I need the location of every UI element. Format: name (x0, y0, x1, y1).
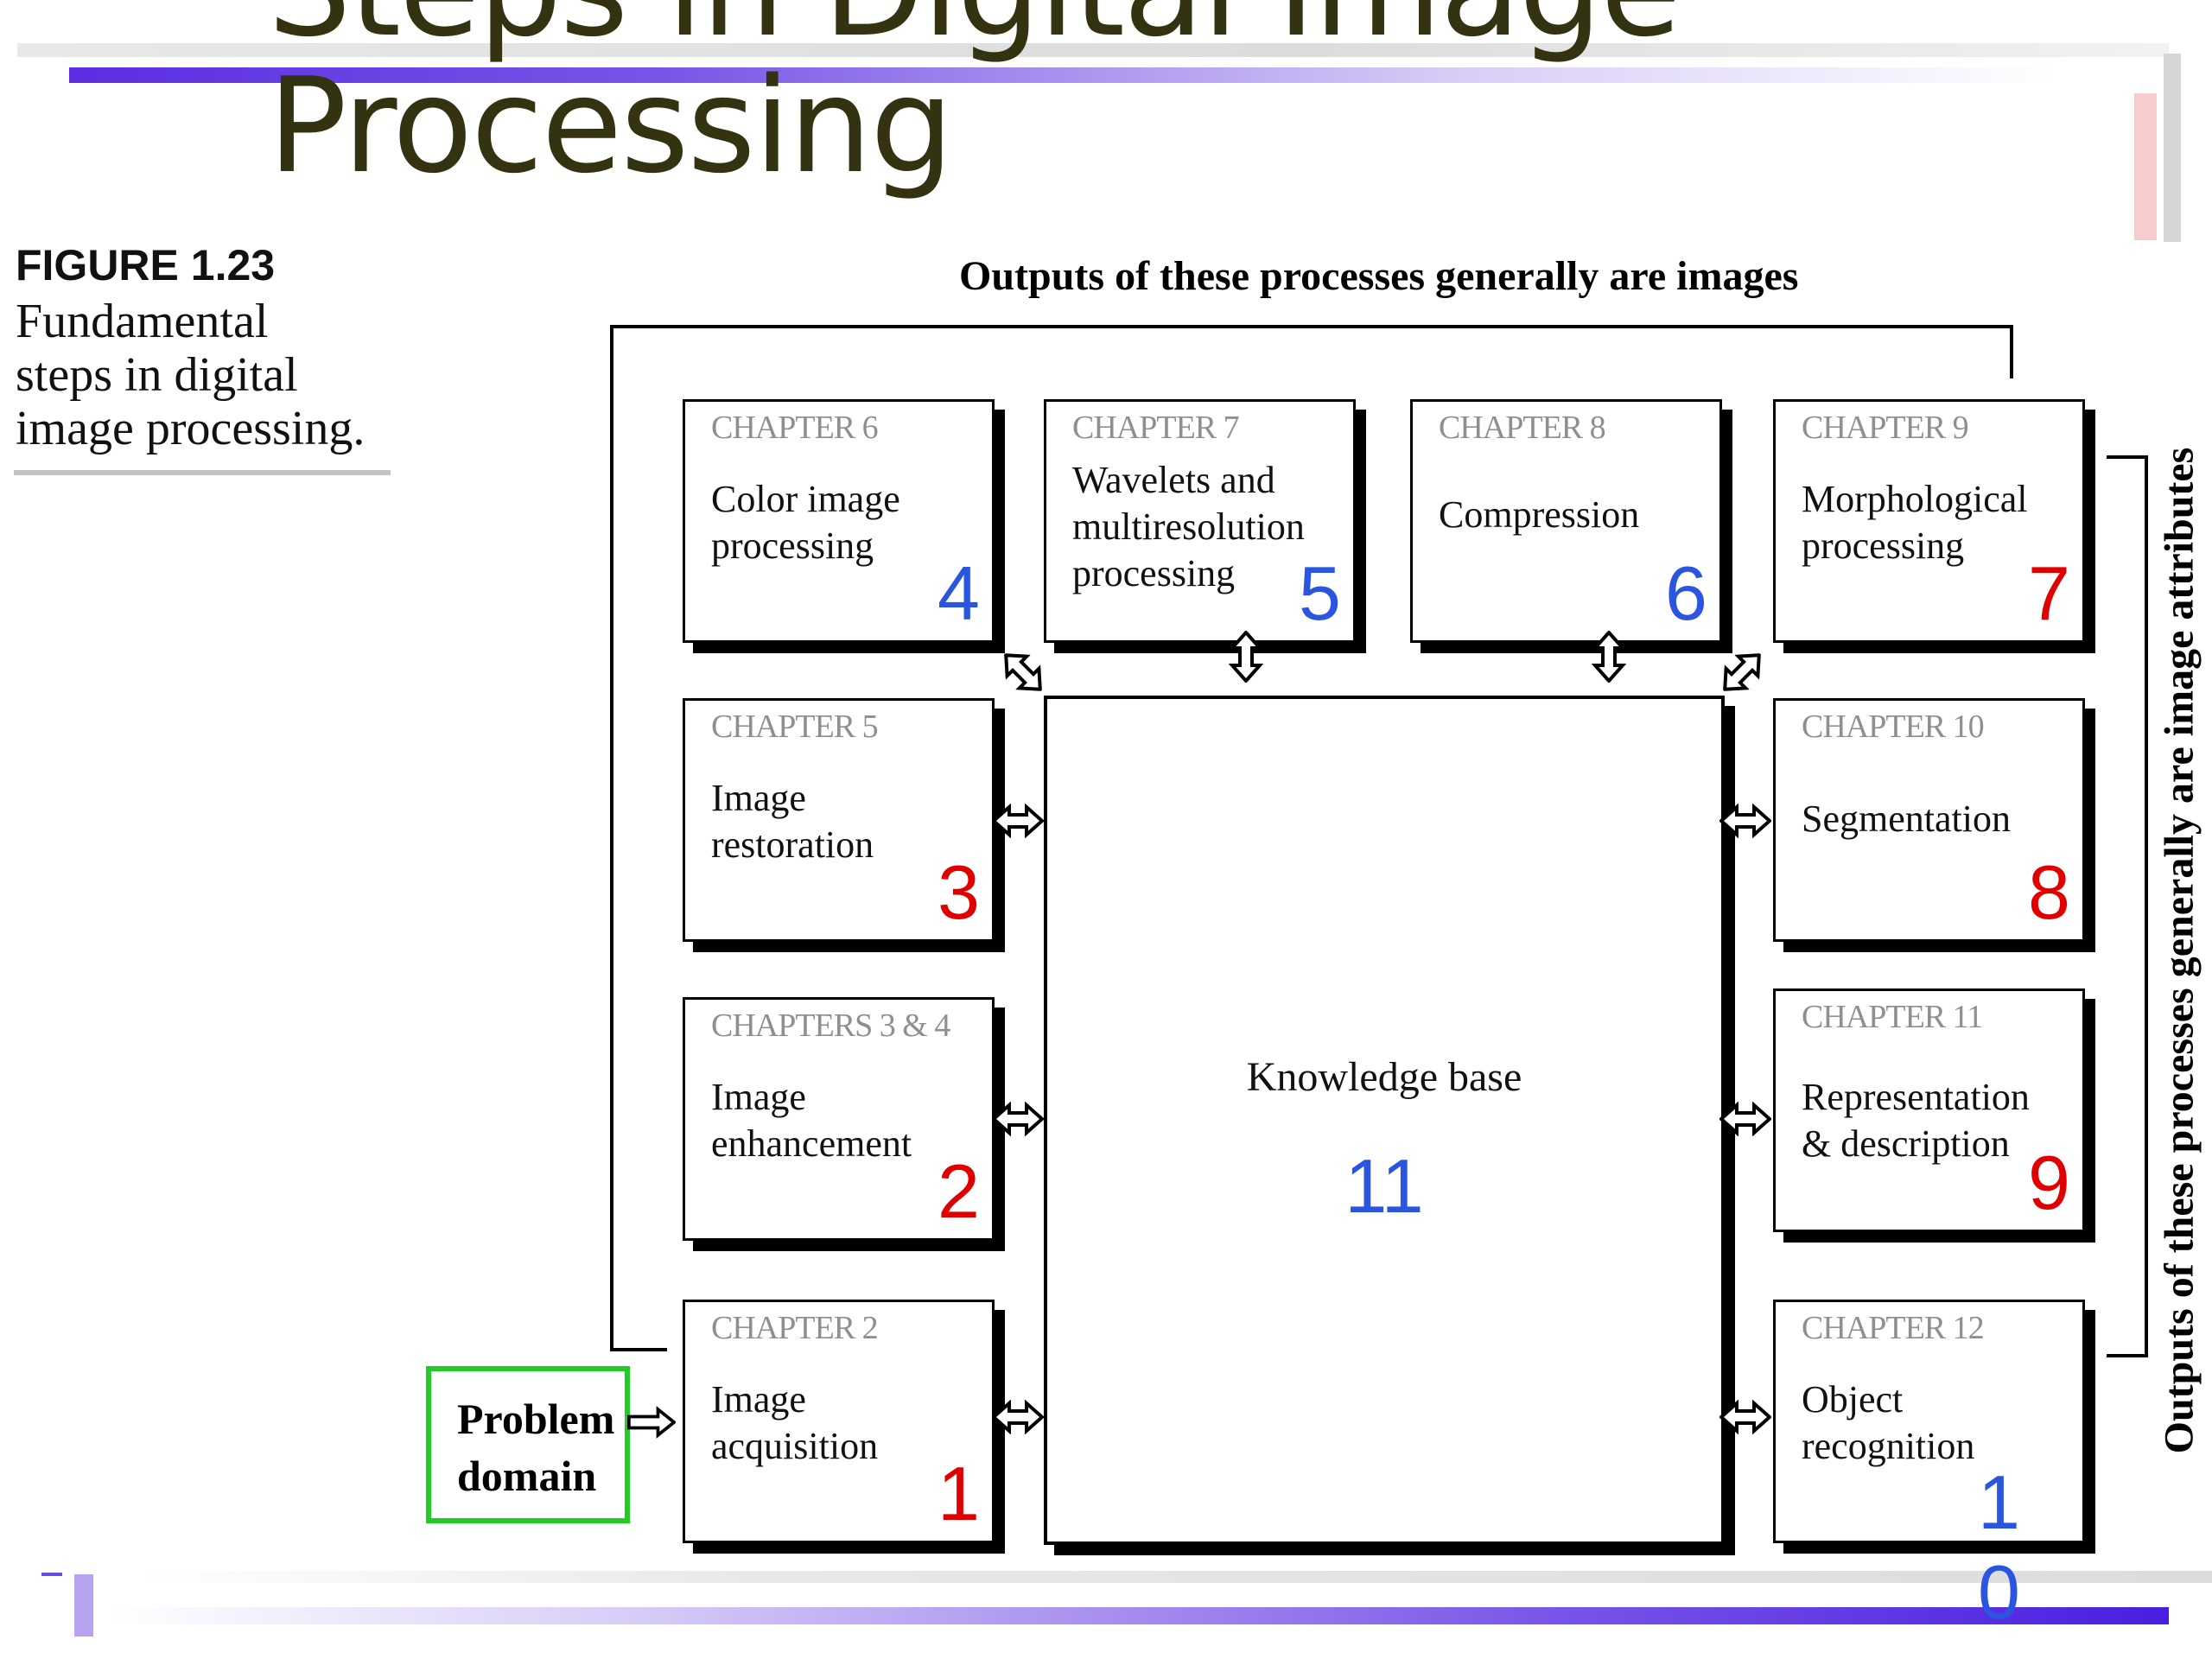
knowledge-base-box: Knowledge base 11 (1044, 696, 1725, 1545)
chapter-label: CHAPTER 6 (711, 410, 879, 446)
attribute-bracket-vertical (2145, 455, 2148, 1357)
knowledge-base-number: 11 (1344, 1143, 1424, 1229)
step-box: CHAPTER 8 Compression 6 (1410, 399, 1722, 643)
step-name: Image acquisition (711, 1378, 879, 1467)
step-box: CHAPTER 5 Image restoration 3 (683, 698, 995, 942)
chapter-label: CHAPTER 5 (711, 709, 879, 745)
double-arrow-icon (1593, 631, 1624, 683)
step-name: Object recognition (1802, 1378, 1975, 1467)
step-name: Compression (1439, 493, 1640, 536)
double-arrow-icon (1719, 1103, 1771, 1135)
double-arrow-icon (992, 1103, 1044, 1135)
right-accent-pink (2134, 93, 2157, 240)
slide-title-line-1: Steps in Digital Image (268, 0, 1681, 55)
top-accent-bar (69, 67, 2056, 83)
step-number: 5 (1299, 550, 1341, 636)
chapter-label: CHAPTERS 3 & 4 (711, 1007, 950, 1044)
problem-domain-box: Problem domain (426, 1366, 630, 1523)
step-number: 6 (1665, 550, 1707, 636)
image-output-line-left (610, 325, 613, 1351)
right-arrow-icon (627, 1408, 676, 1437)
step-number: 3 (938, 849, 980, 935)
step-number: 2 (938, 1148, 980, 1234)
figure-caption-line: image processing. (16, 402, 365, 455)
step-name: Image restoration (711, 777, 874, 866)
double-arrow-icon (996, 645, 1050, 699)
step-box: CHAPTERS 3 & 4 Image enhancement 2 (683, 997, 995, 1241)
figure-caption-line: steps in digital (16, 348, 298, 402)
right-accent-grey (2164, 54, 2181, 242)
chapter-label: CHAPTER 9 (1802, 410, 1969, 446)
step-box: CHAPTER 2 Image acquisition 1 (683, 1300, 995, 1543)
attribute-bracket-top (2107, 455, 2148, 459)
caption-underline (14, 470, 391, 475)
step-name: Segmentation (1802, 798, 2011, 840)
step-box: CHAPTER 7 Wavelets and multiresolution pr… (1044, 399, 1356, 643)
step-number: 1 0 (1978, 1459, 2020, 1635)
attribute-bracket-bottom (2107, 1354, 2148, 1357)
bottom-left-dash (41, 1573, 62, 1576)
bottom-accent-bar (112, 1607, 2169, 1624)
chapter-label: CHAPTER 8 (1439, 410, 1606, 446)
chapter-label: CHAPTER 7 (1072, 410, 1240, 446)
top-rule (17, 43, 2169, 57)
bottom-left-accent (74, 1574, 93, 1637)
step-name: Wavelets and multiresolution processing (1072, 459, 1305, 594)
double-arrow-icon (992, 805, 1044, 836)
step-number: 4 (938, 550, 980, 636)
problem-domain-label: Problem domain (457, 1395, 615, 1500)
step-number: 8 (2028, 849, 2070, 935)
top-output-label: Outputs of these processes generally are… (959, 253, 1799, 299)
step-name: Color image processing (711, 478, 900, 567)
bottom-rule (138, 1571, 2212, 1583)
double-arrow-icon (1719, 1402, 1771, 1433)
chapter-label: CHAPTER 11 (1802, 999, 1983, 1035)
double-arrow-icon (1230, 631, 1262, 683)
step-box: CHAPTER 10 Segmentation 8 (1773, 698, 2085, 942)
step-name: Representation & description (1802, 1076, 2030, 1165)
slide-title-line-2: Processing (268, 49, 954, 202)
knowledge-base-label: Knowledge base (1246, 1054, 1522, 1100)
double-arrow-icon (992, 1402, 1044, 1433)
chapter-label: CHAPTER 12 (1802, 1310, 1985, 1346)
double-arrow-icon (1719, 805, 1771, 836)
step-box: CHAPTER 6 Color image processing 4 (683, 399, 995, 643)
figure-caption-line: Fundamental (16, 295, 269, 348)
image-output-line-right (2010, 325, 2013, 378)
image-output-line-top (610, 325, 2012, 328)
figure-label: FIGURE 1.23 (16, 241, 276, 289)
chapter-label: CHAPTER 10 (1802, 709, 1985, 745)
chapter-label: CHAPTER 2 (711, 1310, 879, 1346)
step-number: 7 (2028, 550, 2070, 636)
step-name: Image enhancement (711, 1076, 912, 1165)
step-number: 9 (2028, 1140, 2070, 1225)
double-arrow-icon (1715, 645, 1769, 699)
step-name: Morphological processing (1802, 478, 2028, 567)
step-number: 1 (938, 1451, 980, 1536)
image-output-line-bottom (610, 1348, 667, 1351)
